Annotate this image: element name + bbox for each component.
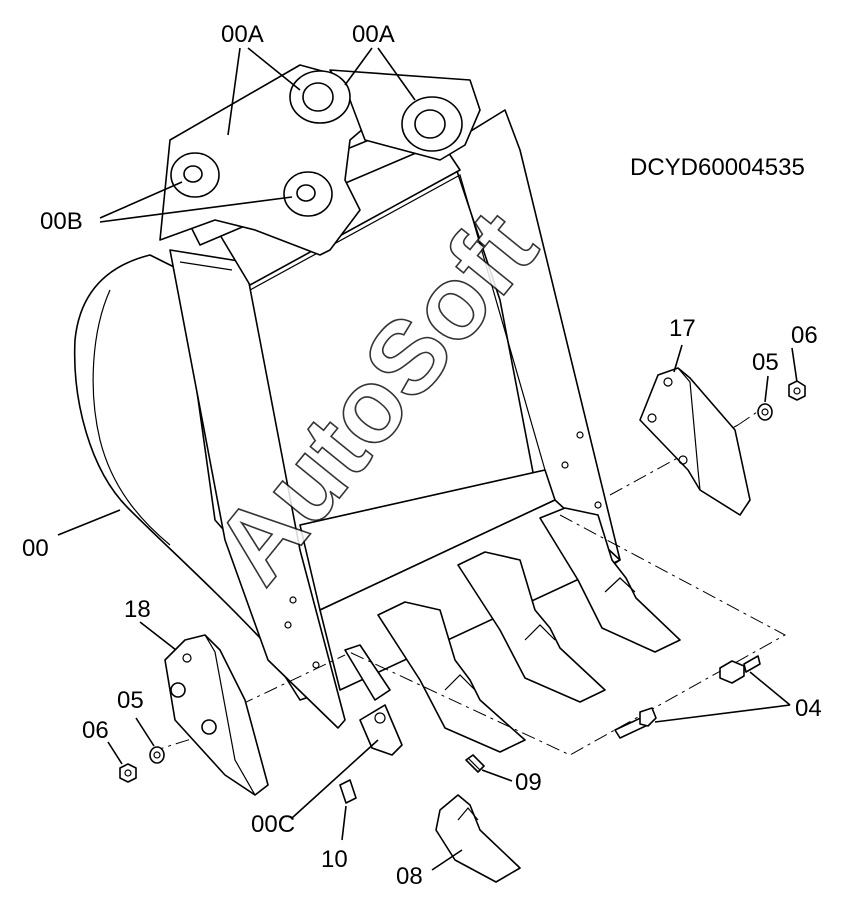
pin-boss-00b-left [170, 152, 220, 198]
label-09: 09 [515, 769, 542, 796]
washer-05-left [149, 746, 165, 764]
lock-10 [339, 779, 357, 804]
leader-lines [57, 47, 798, 871]
label-17: 17 [669, 315, 696, 342]
diagram-code: DCYD60004535 [630, 154, 805, 181]
label-00b: 00B [40, 208, 83, 235]
adapter-left [344, 644, 403, 756]
washer-05-right [757, 403, 773, 421]
bolt-04-upper [719, 655, 761, 684]
pin-boss-00b-right [283, 171, 333, 217]
label-00: 00 [22, 535, 49, 562]
nut-06-left [119, 763, 137, 783]
label-05-left: 05 [117, 687, 144, 714]
tooth-2 [457, 551, 606, 703]
tooth-row [344, 507, 681, 756]
pin-boss-00a-left [289, 70, 351, 124]
pin-boss-00a-right [401, 96, 463, 152]
labels: 00A 00A 00B DCYD60004535 00 17 06 05 18 … [22, 21, 822, 890]
tooth-08 [435, 794, 521, 883]
tooth-3 [539, 507, 681, 653]
side-cutter-18 [164, 634, 269, 796]
label-04: 04 [795, 695, 822, 722]
label-00c: 00C [251, 811, 295, 838]
side-cutter-17 [639, 367, 751, 516]
label-18: 18 [124, 596, 151, 623]
label-05-right: 05 [752, 349, 779, 376]
label-06-left: 06 [82, 717, 109, 744]
label-08: 08 [396, 863, 423, 890]
label-10: 10 [321, 846, 348, 873]
bolt-04-lower [614, 707, 657, 739]
label-06-right: 06 [791, 322, 818, 349]
tooth-1 [377, 601, 526, 753]
label-00a-left: 00A [221, 21, 264, 48]
pin-09 [465, 754, 485, 773]
label-00a-right: 00A [352, 21, 395, 48]
nut-06-right [788, 380, 806, 401]
